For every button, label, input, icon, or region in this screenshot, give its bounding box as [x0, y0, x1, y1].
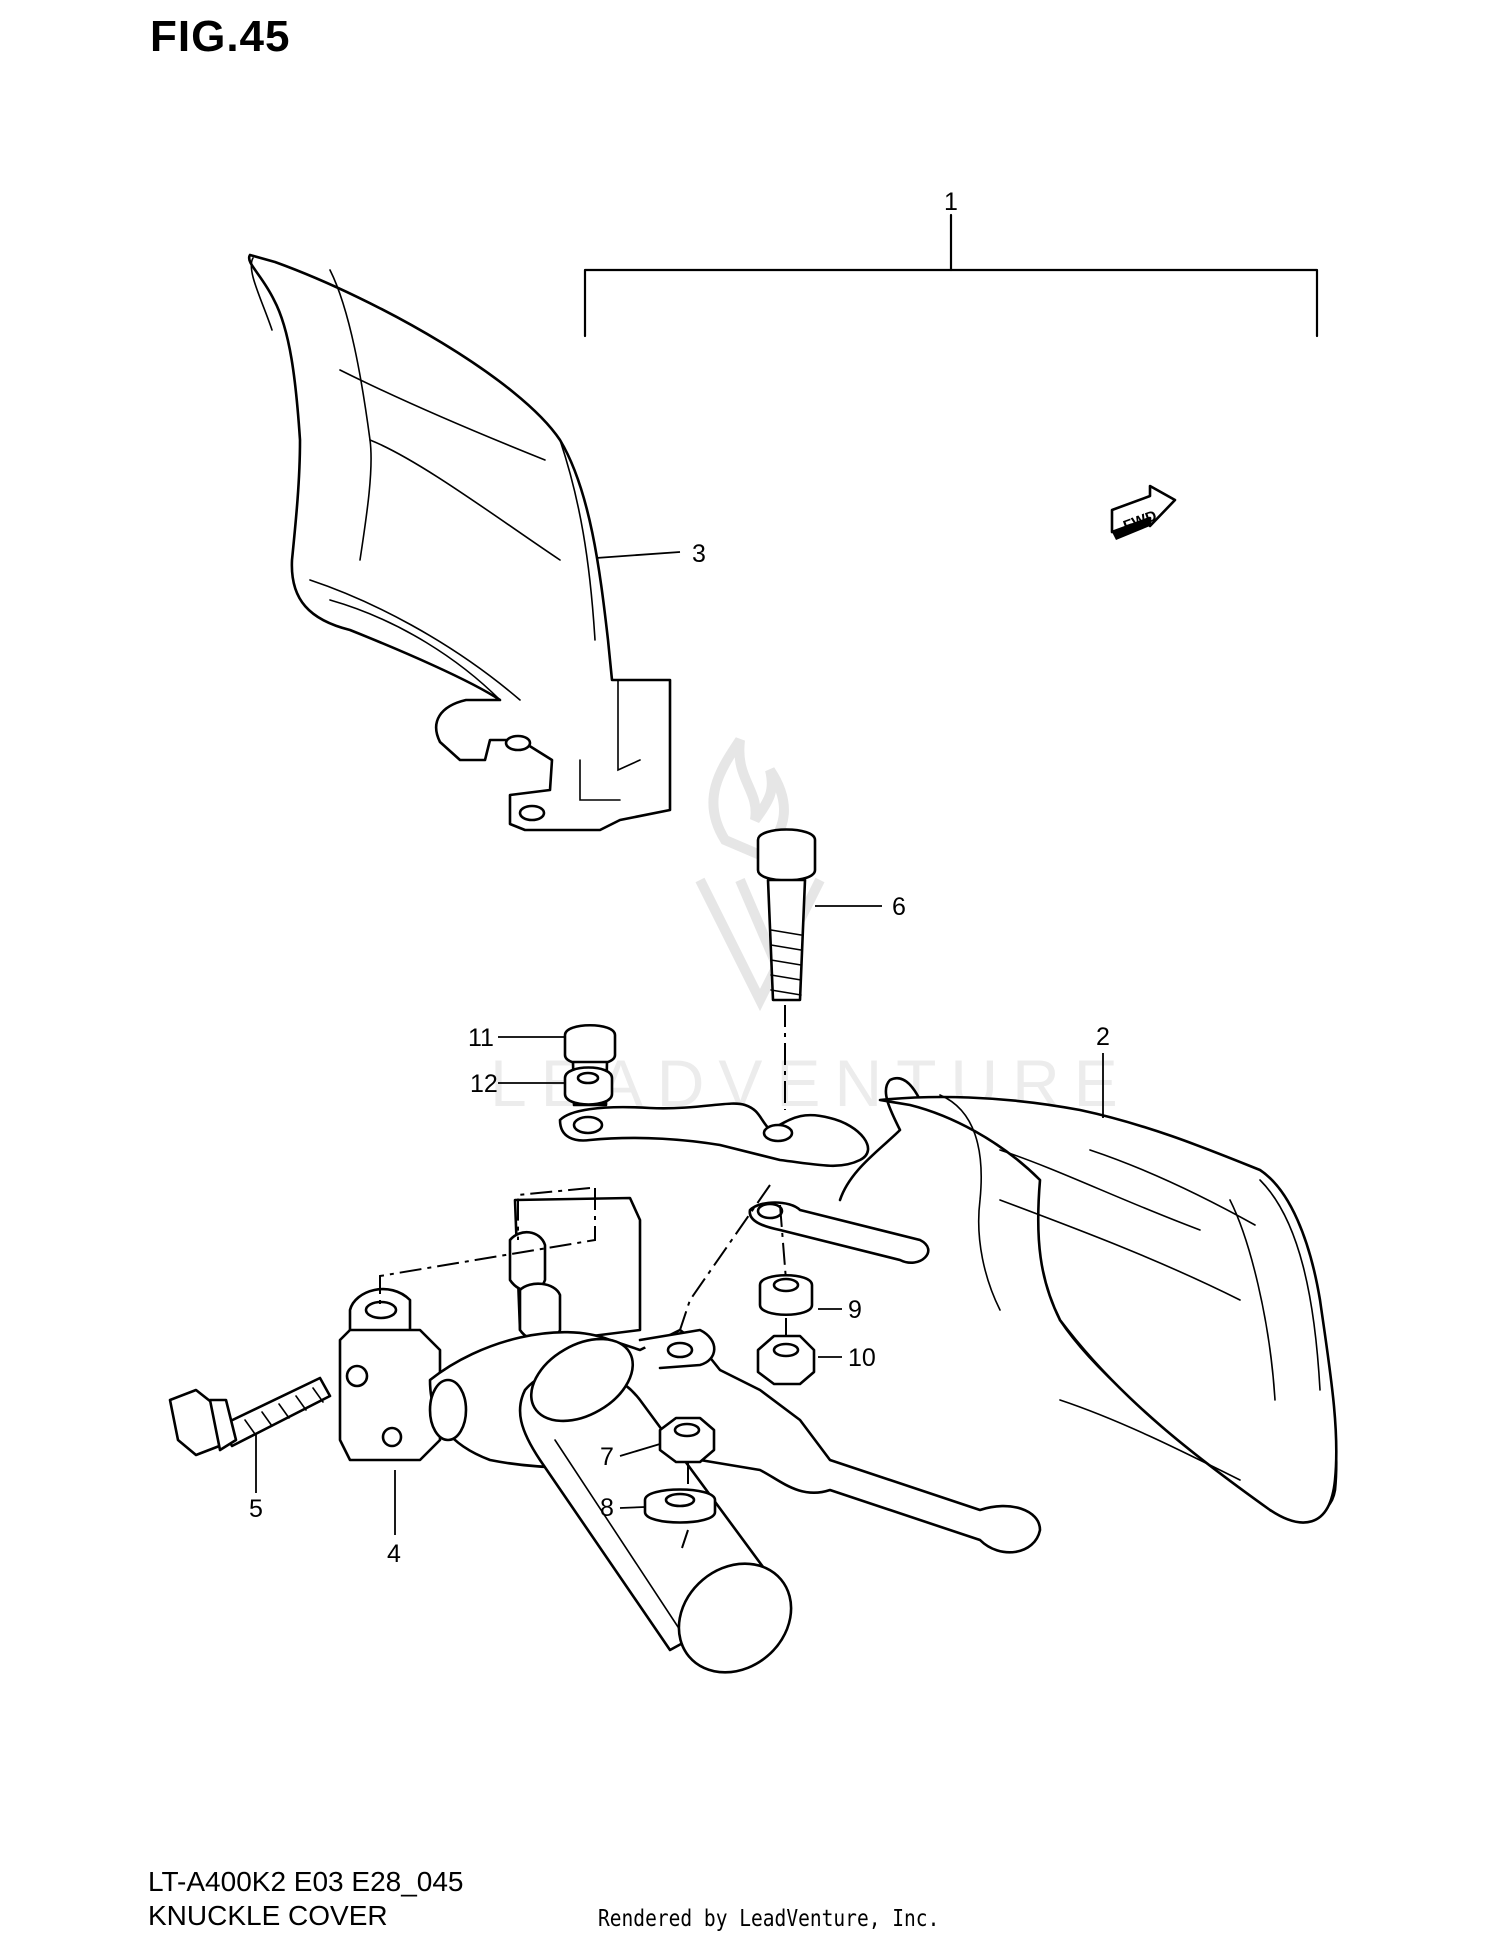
holder-bolt	[168, 1376, 332, 1457]
cover-bolt	[756, 828, 817, 1002]
nut	[658, 1416, 716, 1464]
render-credit: Rendered by LeadVenture, Inc.	[598, 1906, 940, 1932]
cover-nut	[756, 1334, 816, 1386]
callout-labels: 1 2 3 4 5 6 7 8 9 10 11 12	[249, 188, 1110, 1568]
callout-11: 11	[468, 1024, 494, 1052]
callout-5: 5	[249, 1495, 263, 1523]
set-bracket	[583, 213, 1319, 338]
cover-bracket-arm	[558, 1102, 930, 1264]
model-code: LT-A400K2 E03 E28_045	[148, 1866, 464, 1897]
bracket-washer	[563, 1066, 614, 1106]
fwd-arrow-icon: FWD	[1110, 484, 1177, 540]
callout-2: 2	[1096, 1023, 1110, 1051]
leader-lines	[255, 551, 1104, 1535]
callout-7: 7	[600, 1443, 614, 1471]
callout-1: 1	[944, 188, 958, 216]
callout-4: 4	[387, 1540, 401, 1568]
callout-8: 8	[600, 1494, 614, 1522]
callout-9: 9	[848, 1296, 862, 1324]
callout-10: 10	[848, 1344, 876, 1372]
callout-12: 12	[470, 1070, 498, 1098]
washer	[643, 1488, 717, 1524]
figure-title: FIG.45	[150, 12, 291, 61]
knuckle-cover-right	[838, 1076, 1338, 1524]
section-name: KNUCKLE COVER	[148, 1900, 388, 1931]
callout-3: 3	[692, 540, 706, 568]
assembly-lines	[379, 1005, 787, 1549]
spacer	[758, 1274, 814, 1316]
callout-6: 6	[892, 893, 906, 921]
knuckle-cover-left	[247, 253, 672, 832]
